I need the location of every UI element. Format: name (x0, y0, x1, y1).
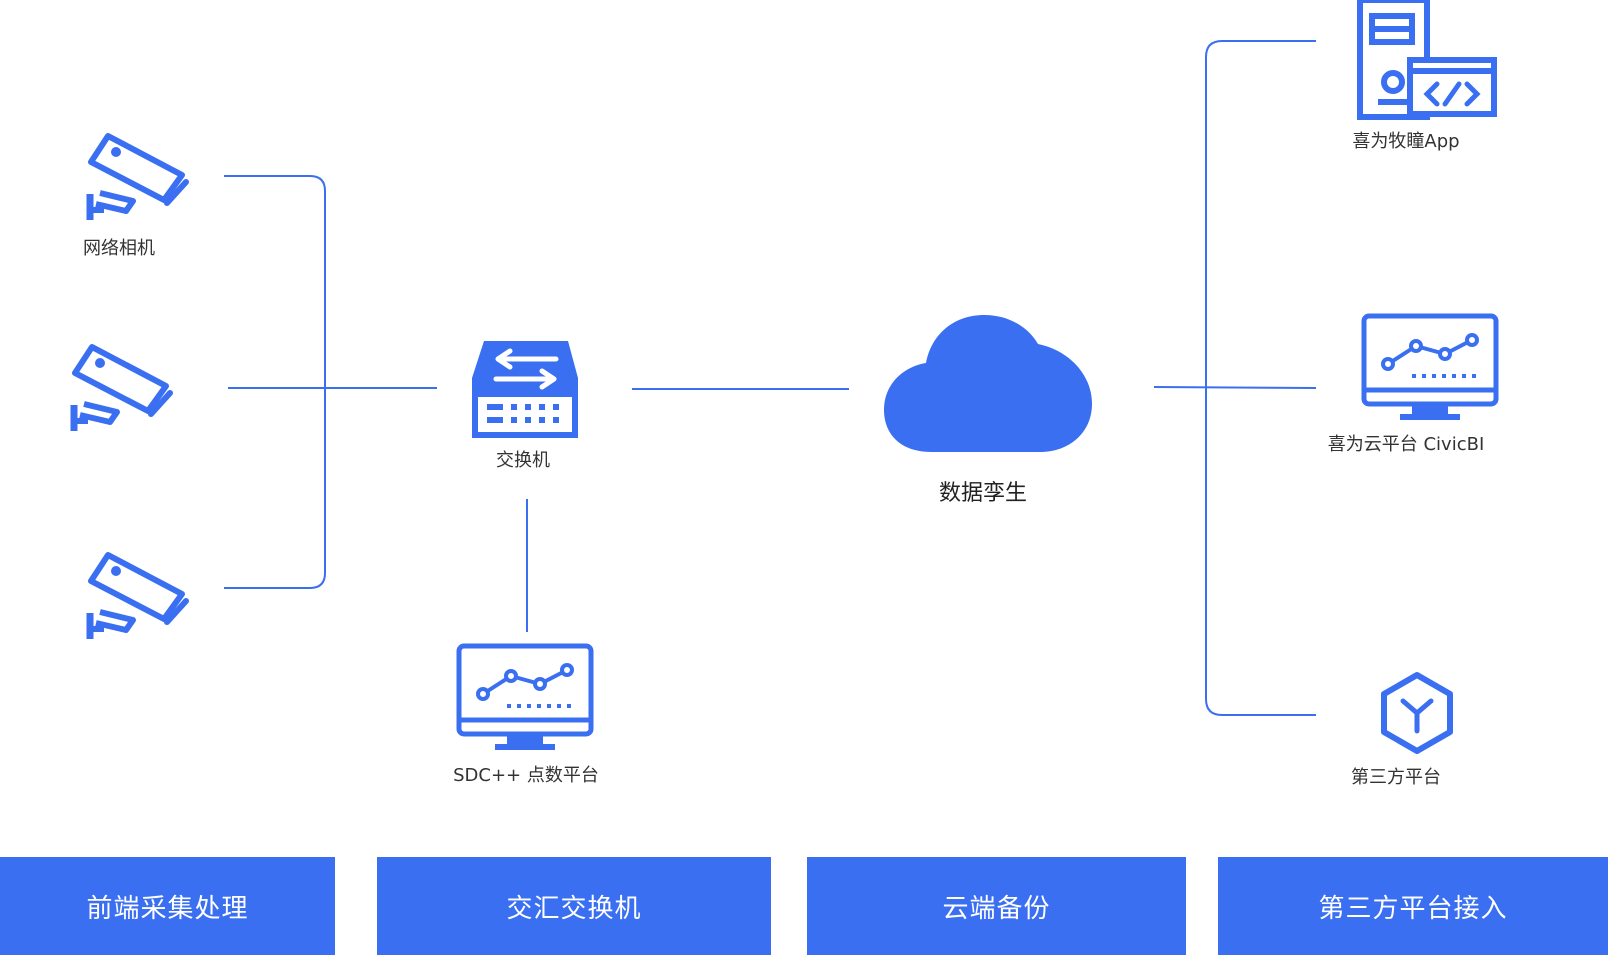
app-code-icon (1357, 0, 1497, 120)
camera-1-link (224, 175, 326, 589)
monitor-chart-icon (1364, 316, 1496, 420)
cloud-label: 数据孪生 (938, 481, 1028, 506)
civicbi-label: 喜为云平台 CivicBI (1327, 434, 1485, 455)
connector-lines (224, 40, 1317, 716)
security-camera-icon (90, 555, 186, 639)
section-switch: 交汇交换机 (377, 857, 771, 955)
sdc-platform-label: SDC++ 点数平台 (453, 765, 599, 786)
cloud-icon (884, 315, 1092, 452)
section-third-party: 第三方平台接入 (1218, 857, 1608, 955)
network-diagram (0, 0, 1608, 754)
security-camera-icon (90, 136, 186, 220)
camera-label: 网络相机 (83, 238, 155, 259)
cloud-platform-link (1153, 386, 1317, 389)
section-cloud: 云端备份 (807, 857, 1186, 955)
platform-branch (1205, 40, 1316, 716)
cube-icon (1381, 672, 1453, 754)
section-frontend: 前端采集处理 (0, 857, 335, 955)
security-camera-icon (74, 347, 170, 431)
network-switch-icon (472, 341, 578, 438)
app-label: 喜为牧瞳App (1352, 131, 1460, 152)
monitor-chart-icon (459, 646, 591, 750)
third-party-label: 第三方平台 (1351, 767, 1441, 788)
switch-label: 交换机 (496, 450, 550, 471)
